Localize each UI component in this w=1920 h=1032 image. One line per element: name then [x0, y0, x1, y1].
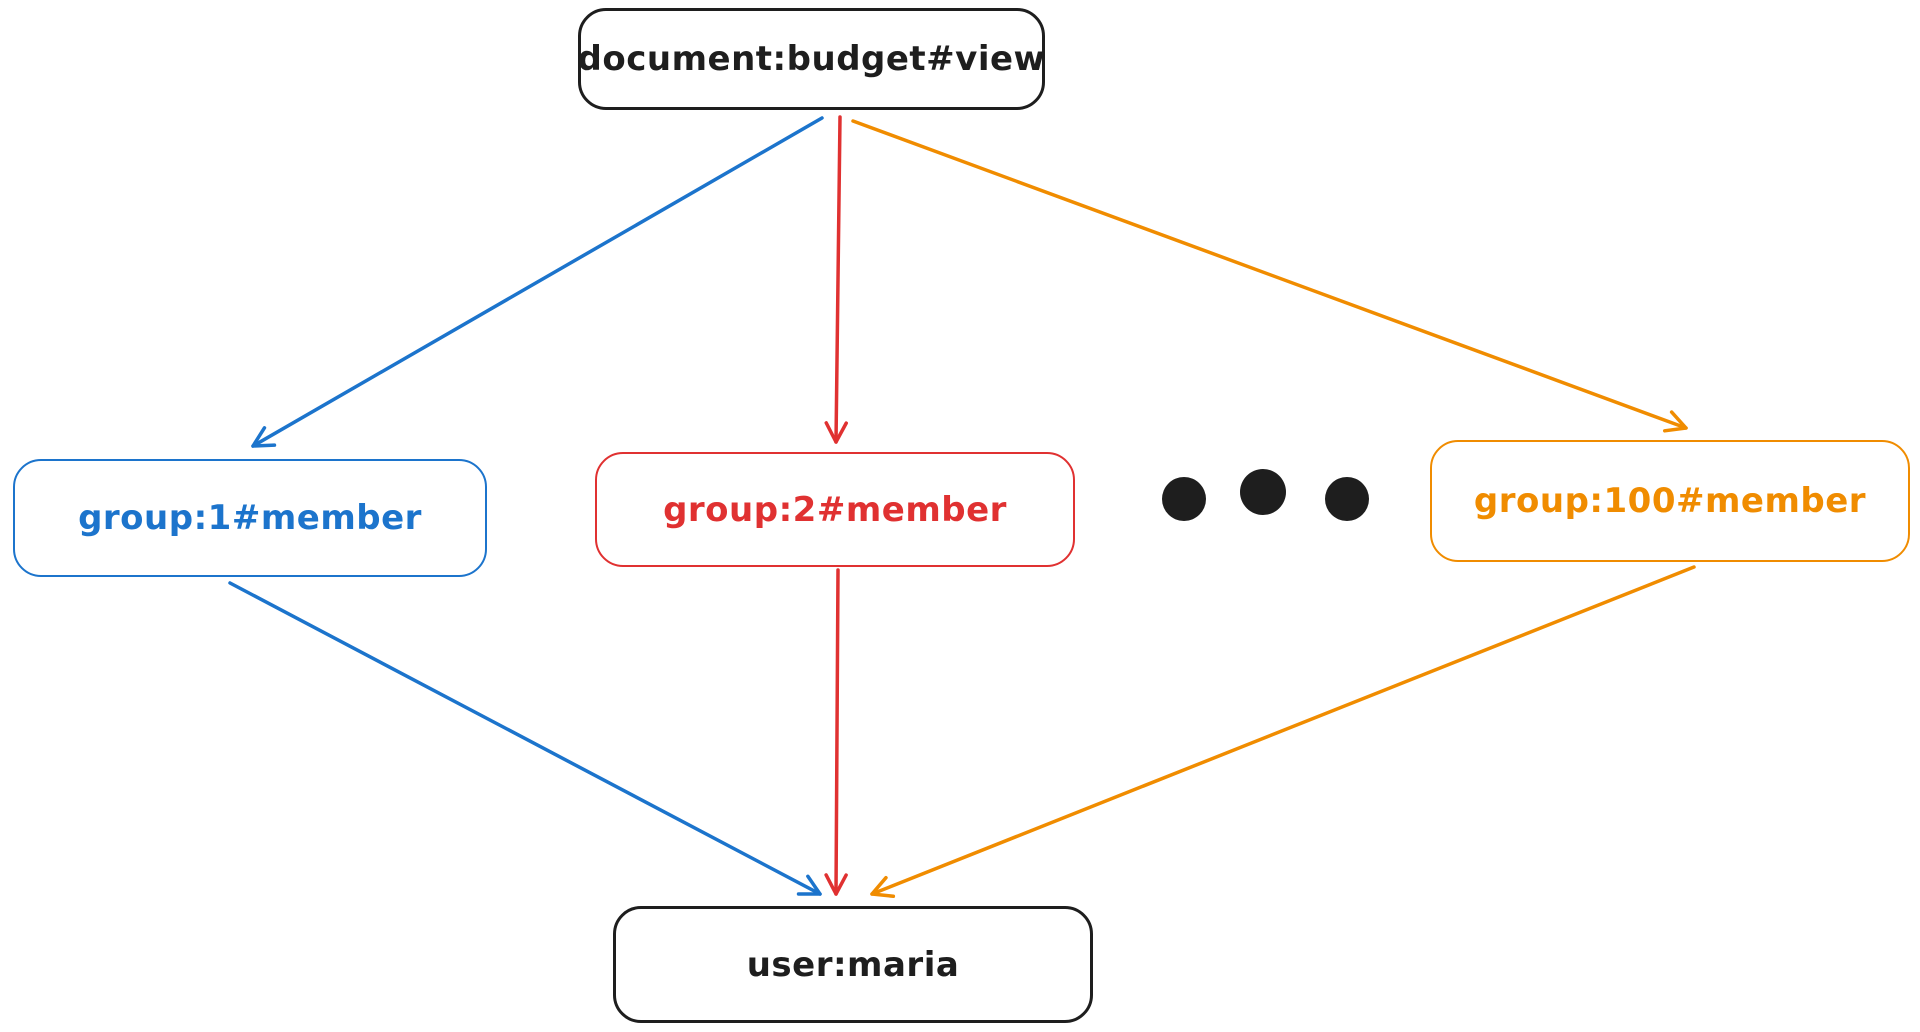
ellipsis-dot	[1240, 469, 1286, 515]
ellipsis-dot	[1325, 477, 1369, 521]
node-document-budget-view: document:budget#view	[578, 8, 1045, 110]
node-group2-label: group:2#member	[663, 489, 1007, 530]
edge-document-to-group100	[851, 119, 1688, 433]
edge-document-to-group1	[251, 116, 824, 448]
node-group-100-member: group:100#member	[1430, 440, 1910, 562]
ellipsis-dot	[1162, 477, 1206, 521]
node-user-label: user:maria	[746, 944, 960, 985]
edge-document-to-group2	[824, 115, 848, 444]
node-user-maria: user:maria	[613, 906, 1093, 1023]
node-group-1-member: group:1#member	[13, 459, 487, 577]
node-document-label: document:budget#view	[577, 39, 1046, 79]
edge-group1-to-user	[228, 581, 822, 896]
node-group-2-member: group:2#member	[595, 452, 1075, 567]
node-group100-label: group:100#member	[1473, 481, 1867, 521]
edge-group100-to-user	[870, 565, 1696, 899]
edge-group2-to-user	[824, 568, 848, 896]
node-group1-label: group:1#member	[78, 498, 422, 538]
